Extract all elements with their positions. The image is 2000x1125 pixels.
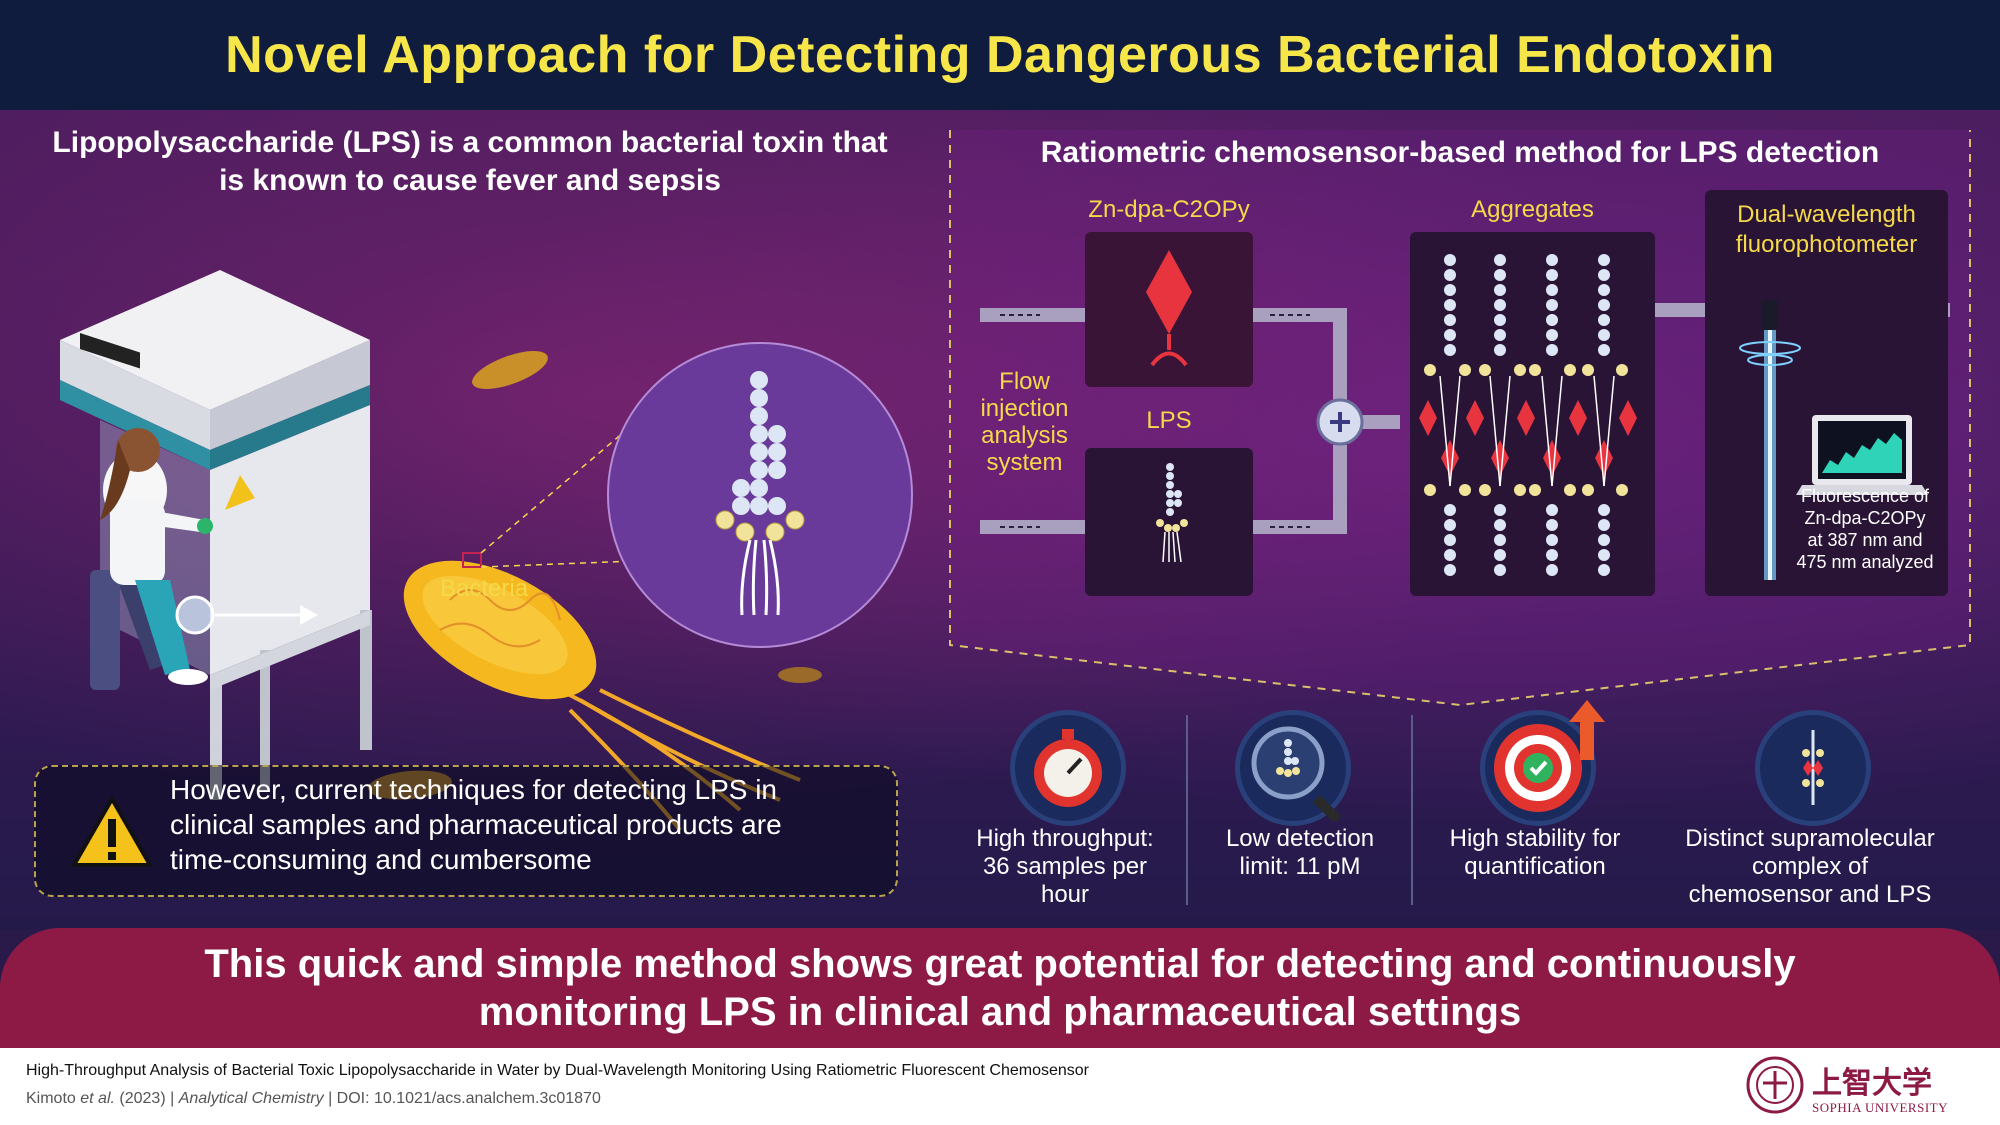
flow-label-line: system xyxy=(986,449,1063,476)
conclusion-line: monitoring LPS in clinical and pharmaceu… xyxy=(478,990,1522,1034)
arrow-icon xyxy=(300,605,318,625)
divider xyxy=(1186,715,1188,905)
main-panel: Lipopolysaccharide (LPS) is a common bac… xyxy=(0,110,2000,930)
warning-icon xyxy=(72,797,152,867)
flow-label-line: Flow xyxy=(999,368,1050,395)
fluorescence-note-line: Zn-dpa-C2OPy xyxy=(1804,508,1926,528)
petri-dish-icon xyxy=(175,595,215,635)
bacteria-label: Bacteria xyxy=(440,575,529,602)
method-diagram xyxy=(980,190,1950,596)
aggregates-icon xyxy=(1419,254,1637,576)
reference-etal: et al. xyxy=(80,1090,115,1107)
feature-label-line: chemosensor and LPS xyxy=(1688,881,1932,908)
conclusion-line: This quick and simple method shows great… xyxy=(204,942,1796,986)
arrow-up-icon xyxy=(1569,700,1605,760)
lps-heading-line2: is known to cause fever and sepsis xyxy=(219,164,721,197)
lps-heading: Lipopolysaccharide (LPS) is a common bac… xyxy=(30,124,910,200)
biosafety-cabinet-icon xyxy=(60,270,372,800)
warning-box xyxy=(34,765,898,897)
warning-text: However, current techniques for detectin… xyxy=(170,772,870,877)
fluorescence-note-line: 475 nm analyzed xyxy=(1796,552,1934,572)
warning-text-line: time-consuming and cumbersome xyxy=(170,844,592,875)
reference-authors: Kimoto xyxy=(26,1090,76,1107)
university-name-en: SOPHIA UNIVERSITY xyxy=(1812,1100,1948,1115)
conclusion-banner: This quick and simple method shows great… xyxy=(0,928,2000,1048)
chemosensor-icon xyxy=(1146,250,1192,367)
complex-icon xyxy=(1755,710,1871,826)
feature-label-line: Low detection xyxy=(1225,825,1375,852)
lps-label: LPS xyxy=(1146,407,1192,434)
feature-label-line: complex of xyxy=(1751,853,1869,880)
method-heading: Ratiometric chemosensor-based method for… xyxy=(1040,136,1880,169)
reference-title: High-Throughput Analysis of Bacterial To… xyxy=(26,1062,1090,1079)
scientist-icon xyxy=(90,428,213,690)
university-name-cn: 上智大学 xyxy=(1812,1066,1932,1101)
reference-journal: Analytical Chemistry xyxy=(178,1090,324,1107)
feature-label-line: Distinct supramolecular xyxy=(1685,825,1935,852)
page-title: Novel Approach for Detecting Dangerous B… xyxy=(225,26,1775,84)
flow-label-line: analysis xyxy=(981,422,1068,449)
aggregates-label: Aggregates xyxy=(1471,196,1594,223)
fluorescence-note: Fluorescence of Zn-dpa-C2OPy at 387 nm a… xyxy=(1790,485,1940,573)
lps-magnified-icon xyxy=(607,342,913,648)
fluorescence-note-line: Fluorescence of xyxy=(1800,486,1930,506)
title-bar: Novel Approach for Detecting Dangerous B… xyxy=(0,0,2000,110)
feature-label-line: High stability for xyxy=(1449,825,1621,852)
feature-stability-label: High stability for quantification xyxy=(1420,825,1650,881)
fluorophotometer-icon xyxy=(1739,300,1801,580)
target-icon xyxy=(1480,710,1596,826)
flow-label: Flow injection analysis system xyxy=(962,368,1087,476)
laptop-icon xyxy=(1796,415,1928,495)
feature-complex-label: Distinct supramolecular complex of chemo… xyxy=(1670,825,1950,909)
warning-text-line: clinical samples and pharmaceutical prod… xyxy=(170,809,782,840)
feature-label-line: High throughput: xyxy=(976,825,1154,852)
university-seal-icon xyxy=(1746,1056,1804,1114)
feature-detection-label: Low detection limit: 11 pM xyxy=(1195,825,1405,881)
device-label-line: Dual-wavelength xyxy=(1737,201,1916,228)
feature-label-line: 36 samples per xyxy=(982,853,1148,880)
feature-label-line: limit: 11 pM xyxy=(1239,853,1361,880)
lps-heading-line1: Lipopolysaccharide (LPS) is a common bac… xyxy=(52,126,888,159)
feature-throughput-label: High throughput: 36 samples per hour xyxy=(960,825,1170,909)
reference-year: (2023) xyxy=(119,1090,166,1107)
footer xyxy=(0,1048,2000,1125)
lab-illustration xyxy=(60,270,913,832)
feature-label-line: quantification xyxy=(1464,853,1606,880)
lps-molecule-icon xyxy=(1156,463,1188,563)
fluorescence-note-line: at 387 nm and xyxy=(1807,530,1923,550)
device-label-line: fluorophotometer xyxy=(1735,231,1918,258)
lps-panel xyxy=(1085,448,1253,596)
warning-text-line: However, current techniques for detectin… xyxy=(170,774,778,805)
sensor-label: Zn-dpa-C2OPy xyxy=(1088,196,1250,223)
bacterium-icon xyxy=(403,552,801,832)
reference-citation: Kimoto et al. (2023) | Analytical Chemis… xyxy=(26,1090,601,1107)
flow-label-line: injection xyxy=(980,395,1069,422)
device-label: Dual-wavelength fluorophotometer xyxy=(1705,200,1948,260)
feature-label-line: hour xyxy=(1040,881,1090,908)
reference-doi: DOI: 10.1021/acs.analchem.3c01870 xyxy=(336,1090,601,1107)
small-bacterium-icon xyxy=(778,667,822,683)
divider xyxy=(1411,715,1413,905)
small-bacterium-icon xyxy=(472,351,548,389)
stopwatch-icon xyxy=(1010,710,1126,826)
magnifier-icon xyxy=(1235,710,1351,826)
